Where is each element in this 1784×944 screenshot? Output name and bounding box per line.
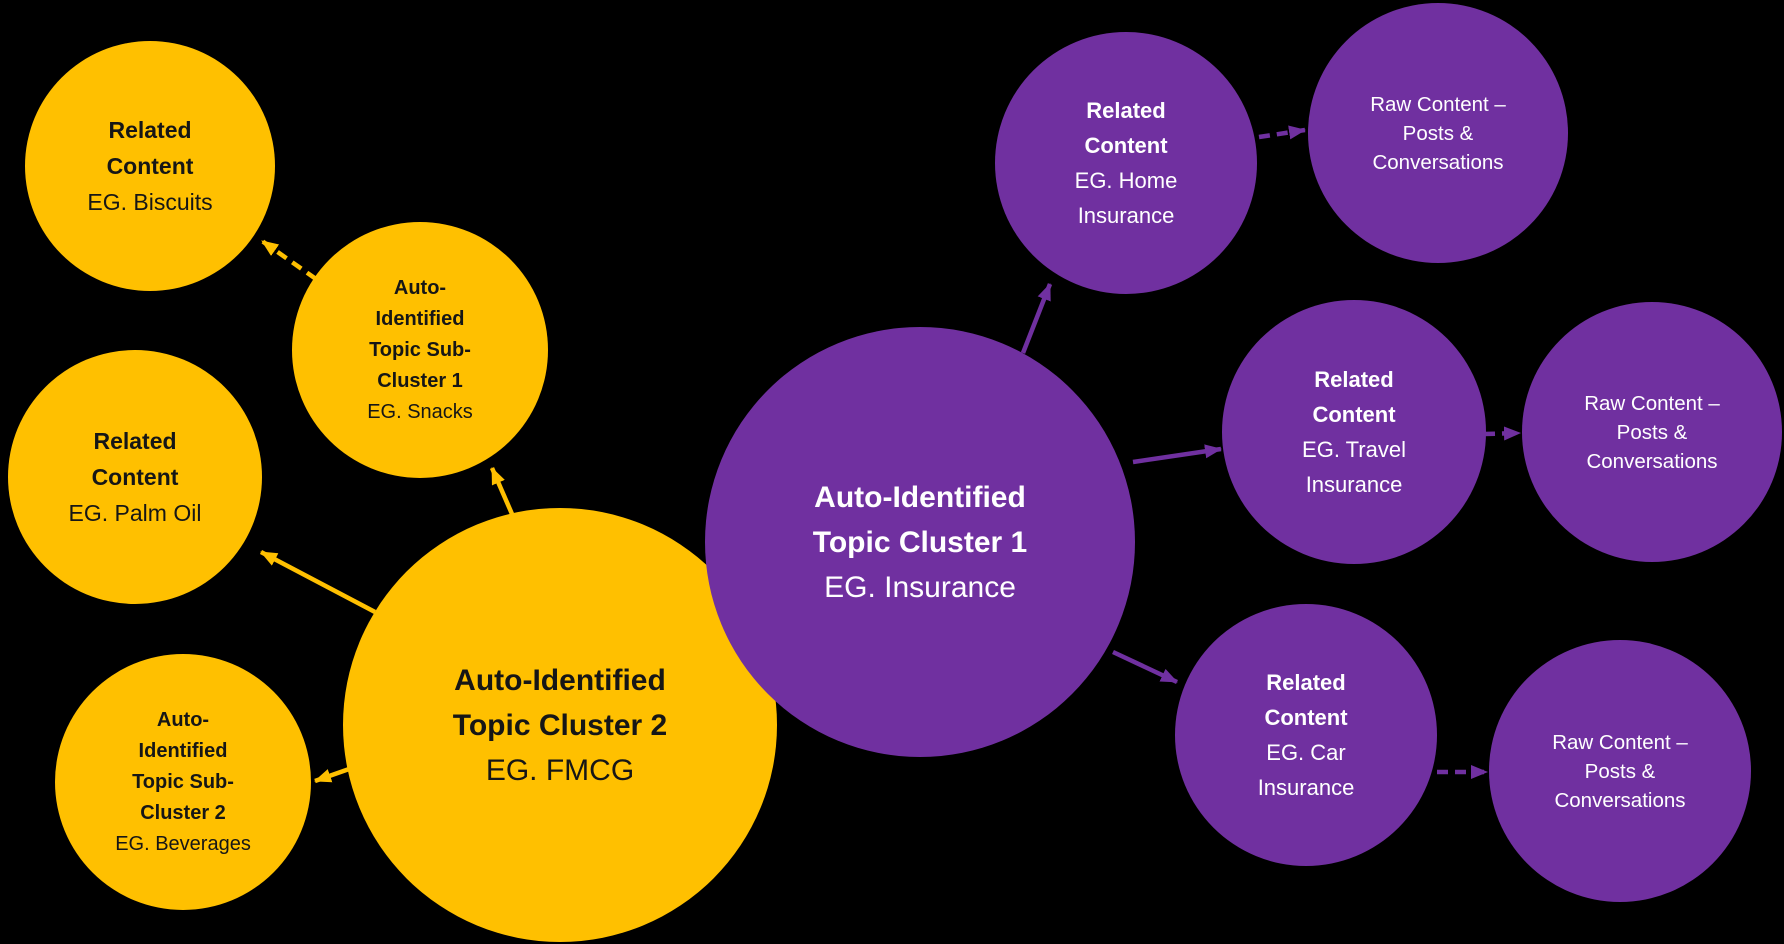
node-example-label: EG. Travel xyxy=(1302,437,1406,462)
node-example-label: EG. Snacks xyxy=(367,400,473,423)
node-label: Auto-Identified xyxy=(814,480,1026,514)
node-raw-content-bottom: Raw Content – Posts & Conversations xyxy=(1489,640,1751,902)
node-label: Topic Cluster 1 xyxy=(812,525,1028,559)
arrow-home-to-raw-top xyxy=(1258,125,1306,140)
node-example-label: EG. Palm Oil xyxy=(68,500,202,526)
node-label: Auto- xyxy=(393,276,447,299)
node-label: Posts & xyxy=(1616,420,1688,444)
node-example-label: EG. Beverages xyxy=(115,832,251,855)
node-label: Topic Sub- xyxy=(369,338,471,361)
node-label: Content xyxy=(1084,133,1168,158)
node-related-content-palm-oil: Related Content EG. Palm Oil xyxy=(8,350,262,604)
node-label: Identified xyxy=(375,307,465,330)
node-example-label: EG. Car xyxy=(1266,740,1346,765)
arrow-cluster2-to-subcluster2 xyxy=(314,765,353,784)
node-example-label: Insurance xyxy=(1077,203,1175,228)
node-label: Raw Content – xyxy=(1584,391,1720,415)
node-example-label: EG. FMCG xyxy=(485,753,635,787)
node-raw-content-middle: Raw Content – Posts & Conversations xyxy=(1522,302,1782,562)
node-label: Posts & xyxy=(1584,759,1656,783)
arrow-cluster1-to-car xyxy=(1112,649,1178,685)
arrow-cluster2-to-palm-oil xyxy=(259,550,377,614)
node-label: Content xyxy=(91,464,179,490)
node-label: Related xyxy=(93,428,177,454)
node-example-label: EG. Insurance xyxy=(824,570,1016,604)
node-label: Cluster 1 xyxy=(377,369,463,392)
node-topic-cluster-1: Auto-Identified Topic Cluster 1 EG. Insu… xyxy=(705,327,1135,757)
node-label: Content xyxy=(106,153,194,179)
arrow-subcluster1-to-biscuits xyxy=(260,239,318,281)
node-label: Cluster 2 xyxy=(140,801,226,824)
arrow-cluster2-to-subcluster1 xyxy=(489,467,515,515)
node-related-content-car-insurance: Related Content EG. Car Insurance xyxy=(1175,604,1437,866)
node-label: Related xyxy=(1086,98,1166,123)
node-label: Posts & xyxy=(1402,121,1474,145)
node-raw-content-top: Raw Content – Posts & Conversations xyxy=(1308,3,1568,263)
node-related-content-travel-insurance: Related Content EG. Travel Insurance xyxy=(1222,300,1486,564)
node-topic-sub-cluster-1: Auto- Identified Topic Sub- Cluster 1 EG… xyxy=(292,222,548,478)
arrow-cluster1-to-home xyxy=(1020,283,1053,354)
node-label: Related xyxy=(1314,367,1394,392)
node-label: Raw Content – xyxy=(1552,730,1688,754)
node-label: Conversations xyxy=(1372,150,1504,174)
node-topic-cluster-2: Auto-Identified Topic Cluster 2 EG. FMCG xyxy=(343,508,777,942)
node-label: Auto- xyxy=(156,708,210,731)
node-label: Raw Content – xyxy=(1370,92,1506,116)
node-label: Auto-Identified xyxy=(454,663,666,697)
node-label: Topic Cluster 2 xyxy=(452,708,668,742)
node-example-label: Insurance xyxy=(1305,472,1403,497)
node-label: Conversations xyxy=(1586,449,1718,473)
node-related-content-home-insurance: Related Content EG. Home Insurance xyxy=(995,32,1257,294)
node-label: Related xyxy=(108,117,192,143)
node-label: Content xyxy=(1312,402,1396,427)
node-label: Topic Sub- xyxy=(132,770,234,793)
node-topic-sub-cluster-2: Auto- Identified Topic Sub- Cluster 2 EG… xyxy=(55,654,311,910)
node-example-label: EG. Biscuits xyxy=(87,189,213,215)
node-related-content-biscuits: Related Content EG. Biscuits xyxy=(25,41,275,291)
node-example-label: EG. Home xyxy=(1074,168,1178,193)
arrow-travel-to-raw-middle xyxy=(1483,426,1521,441)
node-label: Related xyxy=(1266,670,1346,695)
node-label: Conversations xyxy=(1554,788,1686,812)
node-example-label: Insurance xyxy=(1257,775,1355,800)
arrow-cluster1-to-travel xyxy=(1132,444,1222,465)
node-label: Identified xyxy=(138,739,228,762)
node-label: Content xyxy=(1264,705,1348,730)
